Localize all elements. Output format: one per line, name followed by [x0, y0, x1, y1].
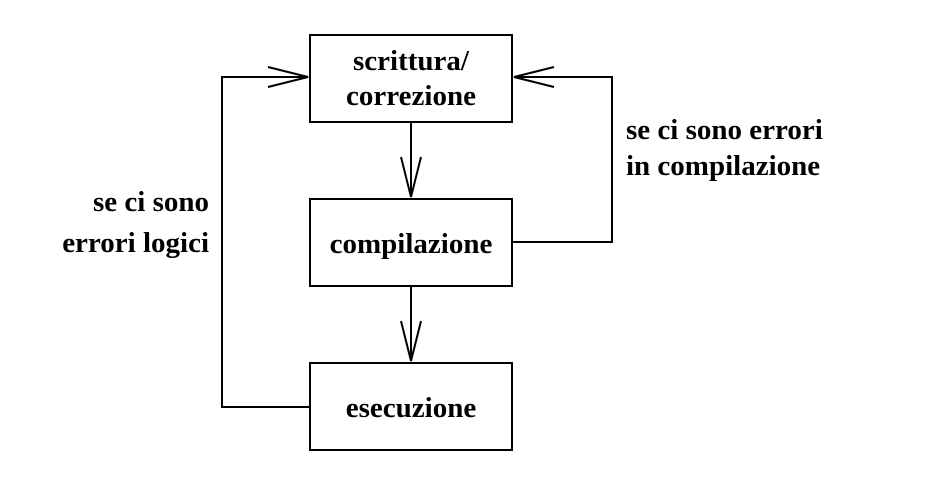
node-writing-label-line2: correzione [346, 80, 476, 112]
edge-compilation-to-writing-line [512, 76, 613, 243]
edge-label-logic-errors: se ci sono errori logici [62, 186, 209, 259]
edge-label-compile-errors: se ci sono errori in compilazione [626, 114, 823, 182]
edge-label-logic-errors-line1: se ci sono [93, 186, 209, 218]
edge-execution-to-writing [221, 66, 310, 408]
edge-compilation-to-execution [400, 286, 422, 362]
arrow-right-icon [267, 66, 309, 88]
node-writing: scrittura/ correzione [309, 34, 513, 123]
edge-compilation-to-writing [512, 66, 613, 243]
arrow-down-icon [400, 320, 422, 362]
node-writing-box [309, 34, 513, 123]
arrow-down-icon [400, 156, 422, 198]
node-execution: esecuzione [309, 362, 513, 451]
arrow-left-icon [513, 66, 555, 88]
node-compilation: compilazione [309, 198, 513, 287]
node-execution-label: esecuzione [346, 392, 477, 424]
edge-execution-to-writing-line [221, 76, 310, 408]
edge-label-logic-errors-line2: errori logici [62, 227, 209, 259]
node-writing-label-line1: scrittura/ [353, 45, 470, 77]
node-execution-box [309, 362, 513, 451]
edge-label-compile-errors-line2: in compilazione [626, 150, 820, 182]
edge-label-compile-errors-line1: se ci sono errori [626, 114, 823, 146]
node-compilation-box [309, 198, 513, 287]
node-compilation-label: compilazione [330, 228, 493, 260]
edge-writing-to-compilation [400, 122, 422, 198]
